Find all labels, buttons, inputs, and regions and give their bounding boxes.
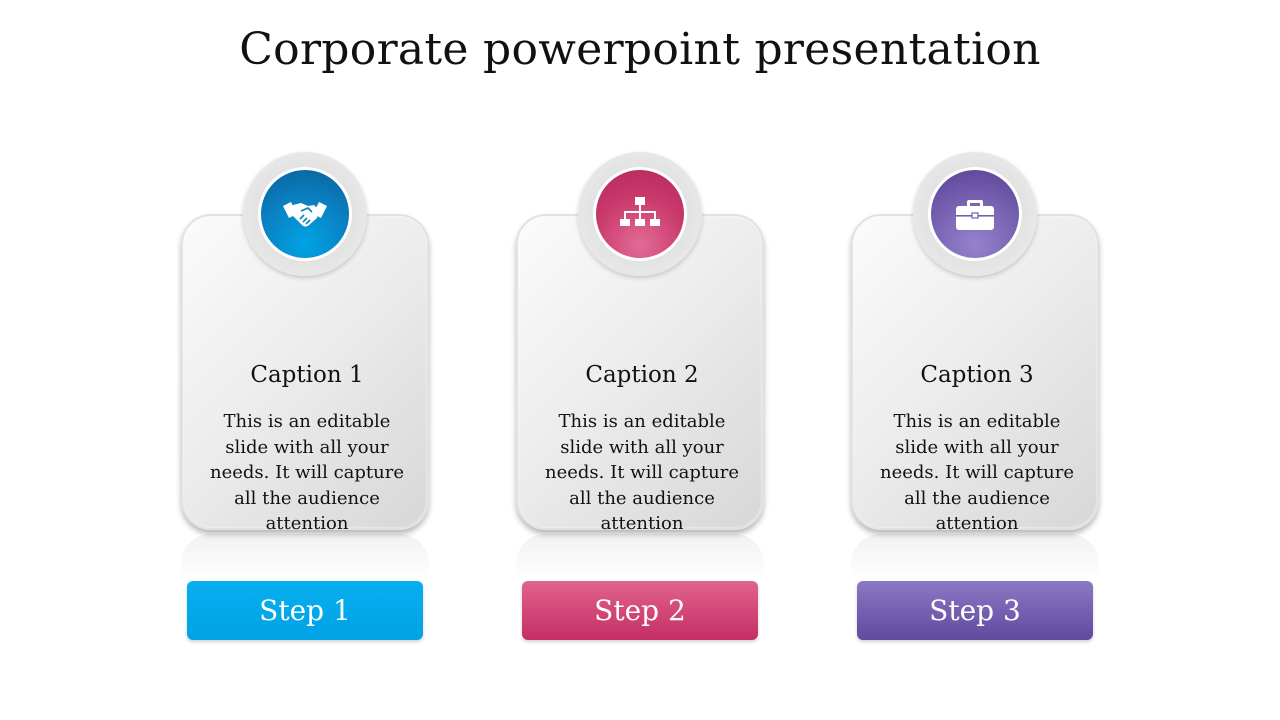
caption-title: Caption 2	[585, 362, 699, 388]
card-reflection	[851, 534, 1099, 584]
step-column-2: Caption 2 This is an editable slide with…	[516, 150, 768, 650]
handshake-icon	[283, 202, 327, 227]
step-column-1: Caption 1 This is an editable slide with…	[181, 150, 433, 650]
card-reflection	[516, 534, 764, 584]
caption-description: This is an editable slide with all your …	[880, 411, 1074, 534]
slide-title: Corporate powerpoint presentation	[239, 24, 1041, 75]
badge-ring	[578, 152, 702, 276]
org-chart-icon	[620, 197, 660, 226]
briefcase-badge	[928, 167, 1022, 261]
caption-title: Caption 1	[250, 362, 364, 388]
caption-description: This is an editable slide with all your …	[210, 411, 404, 534]
caption-title: Caption 3	[920, 362, 1034, 388]
handshake-badge	[258, 167, 352, 261]
briefcase-icon	[956, 200, 994, 230]
step-2-button[interactable]: Step 2	[522, 581, 758, 640]
badge-ring	[913, 152, 1037, 276]
card-reflection	[181, 534, 429, 584]
badge-ring	[243, 152, 367, 276]
caption-description: This is an editable slide with all your …	[545, 411, 739, 534]
org-chart-badge	[593, 167, 687, 261]
step-column-3: Caption 3 This is an editable slide with…	[851, 150, 1103, 650]
step-1-button[interactable]: Step 1	[187, 581, 423, 640]
step-3-button[interactable]: Step 3	[857, 581, 1093, 640]
